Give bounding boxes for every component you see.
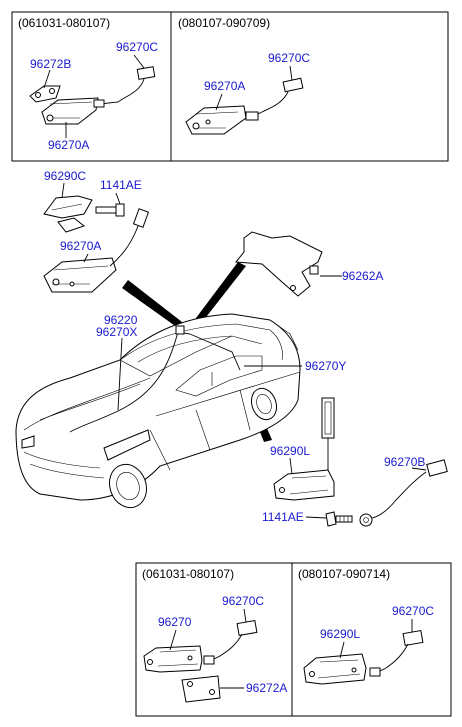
main-assembly: 96290C 1141AE 96270A 96262A 96220 96270X… [15, 169, 448, 527]
label-1141AE-bottom: 1141AE [262, 510, 304, 524]
leader-96290L-br [339, 641, 345, 659]
label-96270C-bl: 96270C [222, 594, 264, 608]
leader-96270-bl [169, 629, 177, 651]
bracket-96262A [235, 231, 323, 297]
inset-top-right-header: (080107-090709) [178, 16, 270, 30]
car-illustration [15, 313, 301, 509]
inset-top: (061031-080107) 96272B 96270C 96270A (08… [11, 11, 449, 162]
label-96270X: 96270X [96, 325, 137, 339]
label-96270C-tl: 96270C [116, 40, 158, 54]
module-96270-bl [143, 645, 203, 673]
plate-96272A [181, 675, 221, 703]
label-96270Y: 96270Y [305, 359, 346, 373]
cable-96270C-tl [93, 66, 156, 108]
leader-96272B [43, 69, 51, 89]
antenna-module-96270A-main [43, 208, 150, 293]
leader-96270C-tl [133, 54, 145, 69]
label-96272A: 96272A [246, 681, 287, 695]
cable-96270C-br [369, 629, 424, 677]
bolt-1141AE-bottom [325, 511, 353, 527]
bolt-1141AE-top [95, 203, 125, 217]
cable-96270C-tr [245, 77, 304, 121]
leader-96270C-tr [289, 65, 293, 81]
label-96270C-br: 96270C [392, 604, 434, 618]
leader-96290C [61, 182, 65, 199]
label-96220: 96220 [104, 313, 138, 327]
pointer-wedge-left [122, 280, 182, 328]
leader-1141AE-top [115, 192, 121, 205]
leader-96290L [289, 457, 293, 475]
label-96270C-tr: 96270C [268, 51, 310, 65]
label-96272B: 96272B [30, 57, 71, 71]
pointer-wedge-right [190, 262, 246, 330]
inset-bottom-frame [135, 562, 452, 717]
leader-96270C-bl [243, 608, 247, 623]
leader-96220 [117, 337, 123, 411]
label-96290L: 96290L [270, 444, 310, 458]
cable-96270C-bl [203, 619, 258, 665]
label-96290L-br: 96290L [320, 627, 360, 641]
cable-96270B [359, 459, 448, 527]
module-96290L-br [303, 653, 367, 685]
inset-bottom: (061031-080107) 96270 96270C 96272A (080… [135, 562, 452, 717]
inset-bottom-left-header: (061031-080107) [142, 567, 234, 581]
leader-96270A-main [83, 253, 89, 263]
label-96270-bl: 96270 [158, 615, 192, 629]
label-96270A-tr: 96270A [204, 79, 245, 93]
label-96270A-main: 96270A [60, 239, 101, 253]
bracket-96272B [29, 85, 61, 103]
label-96290C: 96290C [44, 169, 86, 183]
inset-bottom-right-header: (080107-090714) [298, 567, 390, 581]
label-96270B: 96270B [384, 455, 425, 469]
label-96262A: 96262A [342, 269, 383, 283]
inset-top-frame [11, 11, 449, 162]
antenna-module-96270A-tr [185, 105, 247, 135]
module-96290L [273, 397, 335, 501]
leader-1141AE-bottom [305, 516, 327, 519]
antenna-module-96270A-tl [41, 97, 99, 125]
label-96270A-tl: 96270A [48, 138, 89, 152]
leader-96270A-tr [215, 93, 223, 111]
cover-96290C [43, 195, 93, 233]
leader-96270B [411, 467, 427, 471]
label-1141AE-top: 1141AE [100, 178, 142, 192]
inset-top-left-header: (061031-080107) [18, 16, 110, 30]
